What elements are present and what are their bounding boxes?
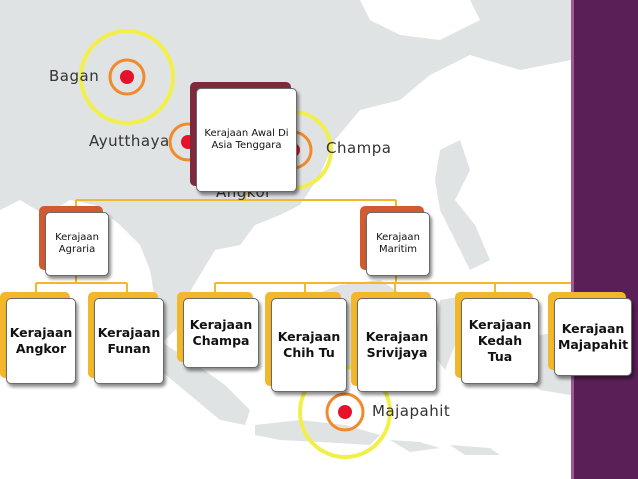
place-label-majapahit: Majapahit — [372, 402, 451, 420]
place-label-champa: Champa — [326, 139, 392, 157]
tree-leaf-label: Kerajaan Champa — [189, 317, 253, 348]
accent-sidebar — [571, 0, 638, 479]
tree-root-label: Kerajaan Awal Di Asia Tenggara — [204, 128, 289, 151]
tree-root-node: Kerajaan Awal Di Asia Tenggara — [190, 82, 297, 192]
tree-leaf-srivijaya: Kerajaan Srivijaya — [351, 292, 437, 392]
tree-connectors — [35, 190, 571, 292]
tree-branch-maritim: Kerajaan Maritim — [360, 206, 430, 276]
tree-leaf-label: Kerajaan Srivijaya — [365, 329, 429, 360]
tree-leaf-label: Kerajaan Funan — [97, 325, 161, 356]
tree-leaf-kedah-tua: Kerajaan Kedah Tua — [455, 292, 539, 384]
marker-bagan — [79, 29, 175, 125]
tree-leaf-label: Kerajaan Angkor — [9, 325, 73, 356]
tree-leaf-label: Kerajaan Chih Tu — [277, 329, 341, 360]
tree-branch-label: Kerajaan Agraria — [55, 232, 99, 255]
tree-leaf-label: Kerajaan Kedah Tua — [468, 317, 532, 364]
tree-branch-agraria: Kerajaan Agraria — [39, 206, 109, 276]
map-philippines — [435, 140, 490, 270]
tree-leaf-chih-tu: Kerajaan Chih Tu — [265, 292, 347, 392]
map-java — [255, 420, 380, 445]
map-islands — [390, 440, 500, 455]
tree-leaf-funan: Kerajaan Funan — [88, 292, 164, 384]
map-coast-north — [360, 0, 480, 40]
tree-branch-label: Kerajaan Maritim — [376, 232, 420, 255]
place-label-bagan: Bagan — [49, 67, 100, 85]
tree-leaf-angkor: Kerajaan Angkor — [0, 292, 76, 384]
place-label-ayutthaya: Ayutthaya — [89, 132, 170, 150]
tree-leaf-label: Kerajaan Majapahit — [557, 321, 629, 352]
tree-leaf-champa: Kerajaan Champa — [177, 292, 259, 368]
tree-leaf-majapahit: Kerajaan Majapahit — [548, 292, 632, 376]
